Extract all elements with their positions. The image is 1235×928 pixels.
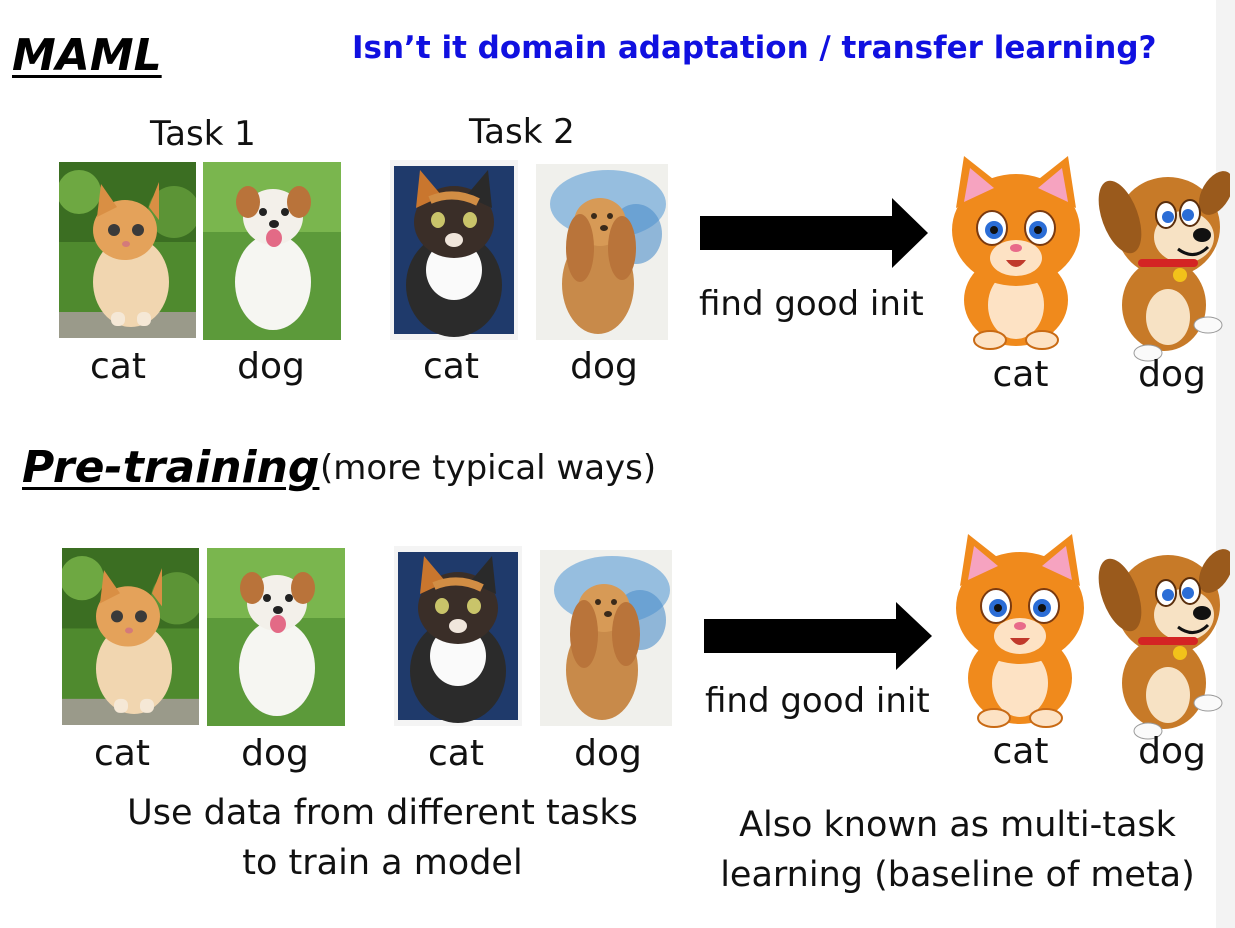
cartoon-dog [1098,535,1234,740]
maml-label-dog-1: dog [237,346,305,387]
pretraining-heading: Pre-training [22,442,320,493]
maml-label-cat-1: cat [90,346,146,387]
maml-arrow-label: find good init [699,284,924,324]
cartoon-cat [948,528,1093,728]
maml-label-cat-2: cat [423,346,479,387]
maml-label-dog-2: dog [570,346,638,387]
slide-edge [1216,0,1235,928]
dog-photo [203,162,341,340]
pre-label-cat-2: cat [428,733,484,774]
cartoon-dog [1098,157,1234,362]
right-arrow-icon [704,602,932,670]
maml-heading: MAML [12,30,162,81]
pre-label-cat-1: cat [94,733,150,774]
pretraining-subtitle: (more typical ways) [320,448,657,488]
right-arrow-icon [700,198,928,268]
pre-arrow-label: find good init [705,681,930,721]
note-left: Use data from different tasks to train a… [100,788,665,888]
pre-target-cat: cat [992,731,1049,772]
cartoon-cat [944,150,1089,350]
question-text: Isn’t it domain adaptation / transfer le… [352,30,1157,66]
note-right: Also known as multi-task learning (basel… [700,800,1215,900]
task2-label: Task 2 [469,112,575,152]
painted-dog [540,550,672,726]
dog-photo [207,548,345,726]
maml-target-dog: dog [1138,354,1206,395]
pre-label-dog-1: dog [241,733,309,774]
maml-target-cat: cat [992,354,1049,395]
note-right-line1: Also known as multi-task [739,805,1176,845]
painted-cat [394,546,522,726]
task1-label: Task 1 [150,114,256,154]
pre-label-dog-2: dog [574,733,642,774]
note-left-line2: to train a model [242,843,523,883]
cat-photo [59,162,196,338]
note-right-line2: learning (baseline of meta) [720,855,1195,895]
painted-cat [390,160,518,340]
note-left-line1: Use data from different tasks [127,793,638,833]
pre-target-dog: dog [1138,731,1206,772]
painted-dog [536,164,668,340]
cat-photo [62,548,199,725]
